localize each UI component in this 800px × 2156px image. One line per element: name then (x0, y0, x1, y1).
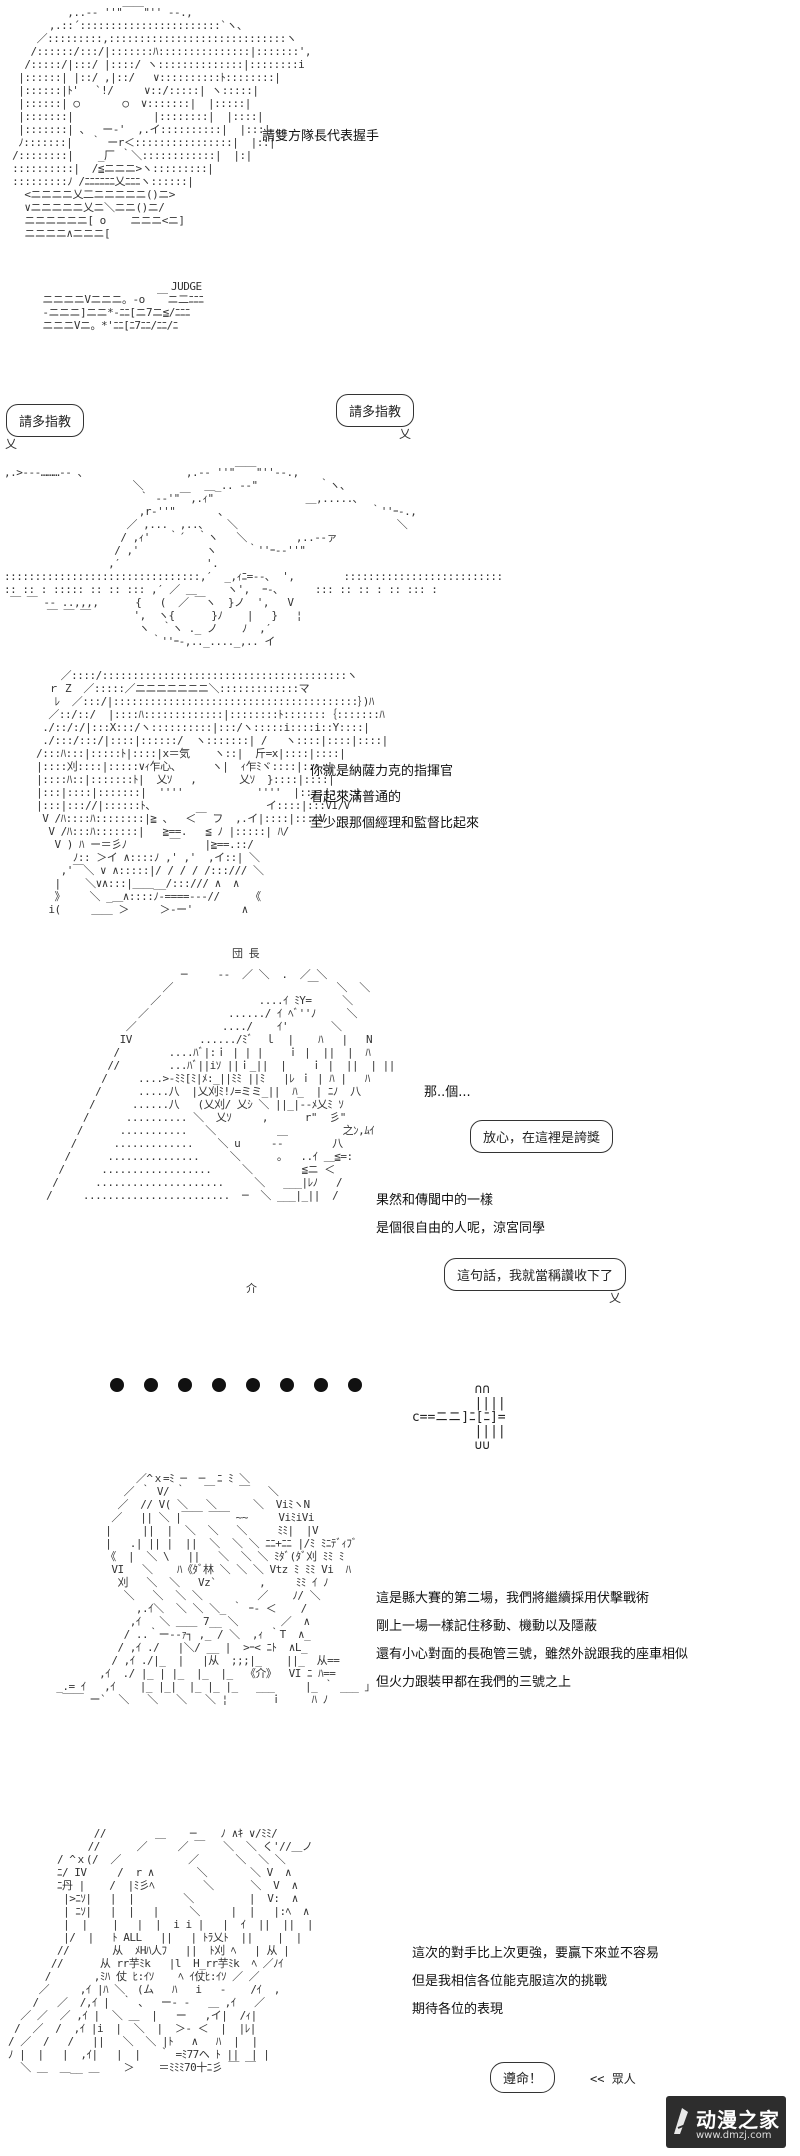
compliment-bubble-tail: 乂 (609, 1291, 622, 1305)
panel-2-handshake: 請多指教 乂 請多指教 乂 ,.>‐-‐………‐- 、 ,.-‐ ''"￣￣"'… (0, 380, 800, 660)
left-speech-bubble: 請多指教 乂 (5, 404, 85, 451)
suzumiya-line-2: 是個很自由的人呢，涼宮同學 (376, 1221, 546, 1236)
right-speech-bubble: 請多指教 乂 (336, 394, 415, 441)
transition-dot (348, 1378, 362, 1392)
judge-speech: 請雙方隊長代表握手 (262, 129, 380, 144)
compliment-bubble: 這句話，我就當稱讚收下了 乂 (444, 1258, 627, 1305)
commander-line-3: 至少跟那個經理和監督比起來 (310, 816, 480, 831)
judge-ascii-art-lower: ニニニニVニニニ。-o ￣ニ二ﾆﾆﾆ -ニニニ]ニニ*-ﾆﾆ[ニ7ニ≦/ﾆﾆﾆ … (42, 293, 204, 332)
briefing-line-1: 這是縣大賽的第二場，我們將繼續採用伏擊戰術 (376, 1591, 650, 1606)
commander-line-1: 你就是納薩力克的指揮官 (310, 764, 454, 779)
judge-label: JUDGE (171, 280, 202, 293)
shout-bubble: 遵命！ (490, 2062, 556, 2093)
briefing-ascii-art: ／^ｘ=ﾐ ─ ─ ﾆ ﾐ ＼ ／ ｀ V/ ｀ ￣ ￣ ＼ ／ // V( ＼… (56, 1472, 370, 1706)
transition-dot (144, 1378, 158, 1392)
panel-4-suzumiya: ─ ‐- ／ ＼ . ／ ＼ ／ ￣ ＼ ＼ ／ ....ｲ ﾐY= ＼ ／ .… (0, 960, 800, 1330)
briefing-line-4: 但火力跟裝甲都在我們的三號之上 (376, 1675, 572, 1690)
suzumiya-ascii-art: ─ ‐- ／ ＼ . ／ ＼ ／ ￣ ＼ ＼ ／ ....ｲ ﾐY= ＼ ／ .… (46, 968, 395, 1202)
watermark-title: 动漫之家 (696, 2108, 780, 2132)
handshake-ascii-art: ,.>‐-‐………‐- 、 ,.-‐ ''"￣￣"''‐-., ＼ ＿_.. -… (4, 466, 503, 648)
left-bubble-tail: 乂 (5, 437, 18, 451)
panel-6-encouragement: // ＿ ─ ﾉ ∧ｷ ∨/ﾐﾐ/ // ／ ／ ￣ ＼ ＼ く'//＿ノ / … (0, 1825, 800, 2156)
crowd-text: 眾人 (611, 2072, 636, 2086)
commander-ascii-art: ／::::/::::::::::::::::::::::::::::::::::… (36, 669, 388, 916)
transition-dot (280, 1378, 294, 1392)
logo-icon (674, 2108, 689, 2134)
panel-5-briefing: ／^ｘ=ﾐ ─ ─ ﾆ ﾐ ＼ ／ ｀ V/ ｀ ￣ ￣ ＼ ／ // V( ＼… (0, 1470, 800, 1770)
transition-dot (246, 1378, 260, 1392)
transition-dot (212, 1378, 226, 1392)
encouragement-ascii-art: // ＿ ─ ﾉ ∧ｷ ∨/ﾐﾐ/ // ／ ／ ￣ ＼ ＼ く'//＿ノ / … (8, 1827, 314, 2074)
right-bubble-text: 請多指教 (349, 405, 402, 420)
transition-dot (110, 1378, 124, 1392)
encouragement-line-1: 這次的對手比上次更強，要贏下來並不容易 (412, 1946, 660, 1961)
left-bubble-text: 請多指教 (19, 415, 72, 430)
watermark-url: www.dmzj.com (696, 2130, 772, 2141)
praise-bubble-text: 放心，在這裡是誇獎 (483, 1131, 601, 1146)
transition-dot (178, 1378, 192, 1392)
that-text: 那..個... (424, 1085, 471, 1100)
suzumiya-label: 介 (246, 1282, 257, 1295)
site-watermark: 动漫之家 www.dmzj.com (666, 2096, 786, 2148)
crowd-caption: << 眾人 (590, 2070, 636, 2087)
panel-3-commander: ／::::/::::::::::::::::::::::::::::::::::… (0, 665, 800, 965)
transition-dot (314, 1378, 328, 1392)
right-bubble-tail: 乂 (399, 427, 412, 441)
suzumiya-line-1: 果然和傳聞中的一樣 (376, 1193, 494, 1208)
shout-text: 遵命！ (503, 2072, 543, 2087)
judge-ascii-art: ,..-‐ ''"￣￣"'' ‐-., ,.::´:::::::::::::::… (12, 6, 312, 240)
sword-glyph: ∩∩ |||| c==ニニ]ﾆ[ﾆ]= |||| ∪∪ (411, 1382, 506, 1453)
panel-1-judge: ,..-‐ ''"￣￣"'' ‐-., ,.::´:::::::::::::::… (0, 0, 800, 360)
encouragement-line-3: 期待各位的表現 (412, 2002, 504, 2017)
commander-line-2: 看起來滿普通的 (310, 790, 402, 805)
briefing-line-2: 剛上一場一樣記住移動、機動以及隱蔽 (376, 1619, 598, 1634)
commander-label: 団 長 (232, 947, 260, 960)
praise-bubble: 放心，在這裡是誇獎 (470, 1120, 614, 1153)
crowd-arrow: << (590, 2072, 612, 2086)
briefing-line-3: 還有小心對面的長砲管三號，雖然外說跟我的座車相似 (376, 1647, 689, 1662)
compliment-bubble-text: 這句話，我就當稱讚收下了 (457, 1269, 614, 1284)
encouragement-line-2: 但是我相信各位能克服這次的挑戰 (412, 1974, 608, 1989)
